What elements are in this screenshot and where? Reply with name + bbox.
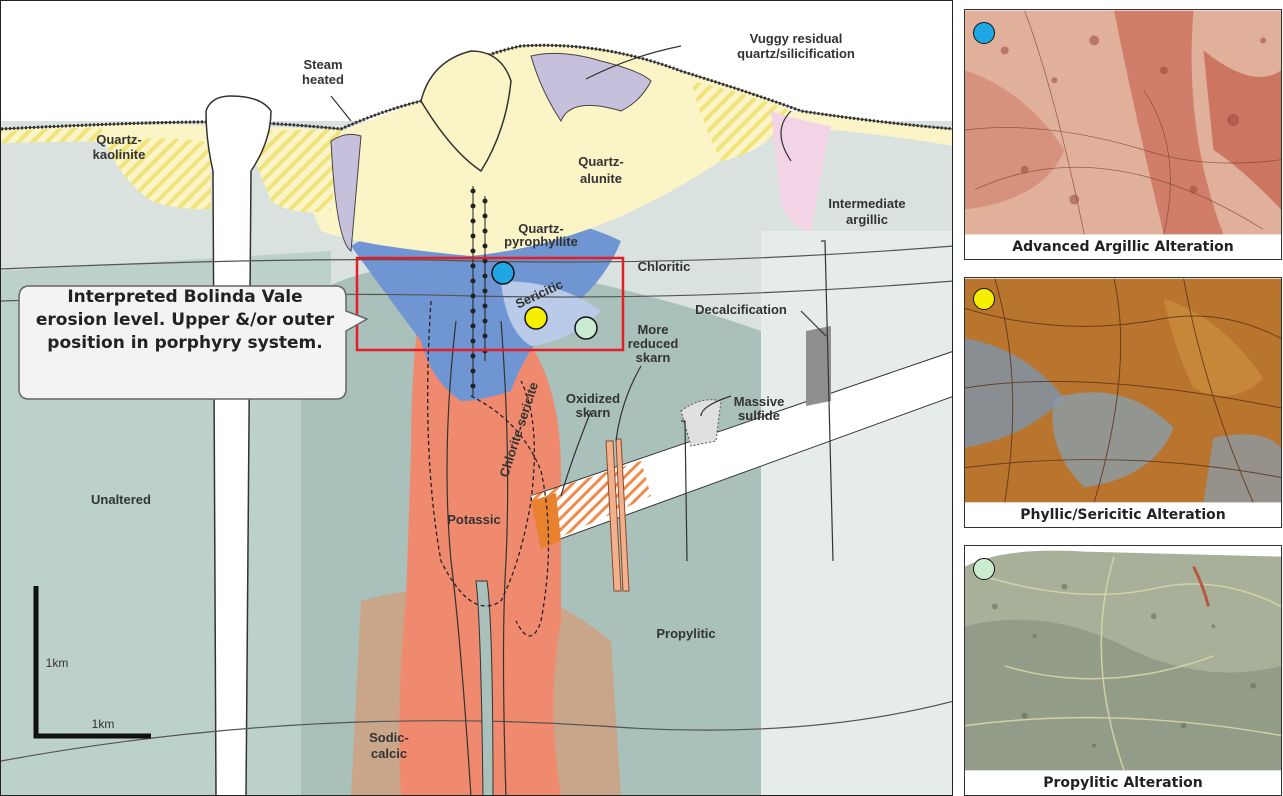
label-qk-2: kaolinite (93, 147, 146, 162)
label-chloritic: Chloritic (638, 259, 691, 274)
propylitic-sample-dot (575, 317, 597, 339)
label-steam-2: heated (302, 72, 344, 87)
label-unaltered: Unaltered (91, 492, 151, 507)
label-ms-2: sulfide (738, 408, 780, 423)
advanced-argillic-caption: Advanced Argillic Alteration (965, 235, 1281, 259)
label-sc-1: Sodic- (369, 730, 409, 745)
phyllic-caption: Phyllic/Sericitic Alteration (965, 503, 1281, 527)
panel-phyllic: Phyllic/Sericitic Alteration (964, 277, 1282, 528)
callout-text: Interpreted Bolinda Vale erosion level. … (29, 286, 341, 355)
right-background (761, 231, 953, 796)
scale-label-horizontal: 1km (92, 717, 115, 731)
label-potassic: Potassic (447, 512, 500, 527)
label-qa-2: alunite (580, 171, 622, 186)
label-mrs-1: More (637, 322, 668, 337)
propylitic-dot (973, 558, 995, 580)
phyllic-rock-photo (965, 278, 1281, 503)
label-sc-2: calcic (371, 746, 407, 761)
label-qa-1: Quartz- (578, 154, 624, 169)
label-ia-2: argillic (846, 212, 888, 227)
propylitic-caption: Propylitic Alteration (965, 771, 1281, 795)
phyllic-dot (973, 288, 995, 310)
label-propylitic: Propylitic (656, 626, 715, 641)
label-decalcification: Decalcification (695, 302, 787, 317)
diagram-canvas: Vuggy residual quartz/silicification Ste… (1, 1, 953, 796)
alteration-diagram: Vuggy residual quartz/silicification Ste… (0, 0, 953, 796)
panel-propylitic: Propylitic Alteration (964, 545, 1282, 796)
label-os-2: skarn (576, 405, 611, 420)
label-ia-1: Intermediate (828, 196, 905, 211)
advanced-argillic-dot (973, 22, 995, 44)
phyllic-sample-dot (525, 307, 547, 329)
label-os-1: Oxidized (566, 391, 620, 406)
panel-advanced-argillic: Advanced Argillic Alteration (964, 9, 1282, 260)
label-qp-2: pyrophyllite (504, 234, 578, 249)
scale-label-vertical: 1km (46, 656, 69, 670)
propylitic-rock-photo (965, 546, 1281, 771)
advanced-argillic-rock-photo (965, 10, 1281, 235)
label-mrs-3: skarn (636, 350, 671, 365)
label-vuggy-2: quartz/silicification (737, 46, 855, 61)
label-mrs-2: reduced (628, 336, 679, 351)
advanced-argillic-sample-dot (492, 262, 514, 284)
label-ms-1: Massive (734, 394, 785, 409)
label-qk-1: Quartz- (96, 132, 142, 147)
label-steam-1: Steam (303, 57, 342, 72)
label-vuggy-1: Vuggy residual (750, 31, 843, 46)
